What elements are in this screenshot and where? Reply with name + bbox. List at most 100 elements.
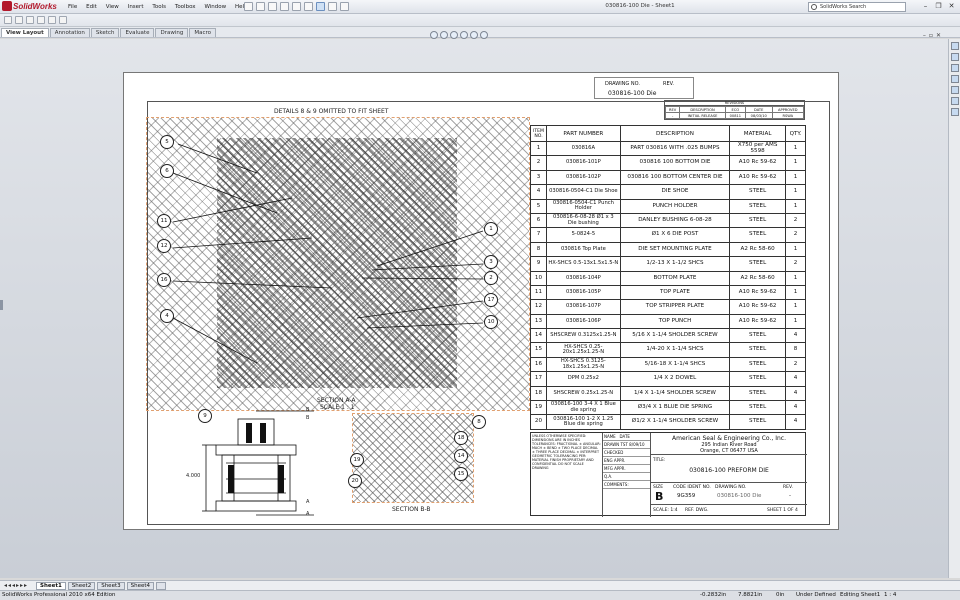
view-orientation-icon[interactable] [470, 31, 478, 39]
design-library-icon[interactable] [951, 53, 959, 61]
sheet-tab-2[interactable]: Sheet2 [67, 582, 96, 590]
balloon-callout[interactable]: 18 [454, 431, 468, 445]
feature-manager-grip[interactable] [0, 300, 3, 310]
menu-insert[interactable]: Insert [127, 4, 144, 10]
restore-icon[interactable]: ❐ [935, 2, 942, 10]
balloon-callout[interactable]: 17 [484, 293, 498, 307]
print-icon[interactable] [280, 2, 289, 11]
balloon-callout[interactable]: 9 [198, 409, 212, 423]
balloon-callout[interactable]: 1 [484, 222, 498, 236]
balloon-callout[interactable]: 8 [472, 415, 486, 429]
appearances-icon[interactable] [951, 97, 959, 105]
drawing-sheet[interactable]: DRAWING NO. REV. 030816-100 Die REVISION… [123, 72, 839, 530]
tab-macro[interactable]: Macro [189, 28, 216, 37]
previous-view-icon[interactable] [450, 31, 458, 39]
balloon-callout[interactable]: 10 [484, 315, 498, 329]
balloon-callout[interactable]: 12 [157, 239, 171, 253]
undo-icon[interactable] [292, 2, 301, 11]
tab-evaluate[interactable]: Evaluate [120, 28, 155, 37]
menu-view[interactable]: View [105, 4, 119, 10]
menu-help[interactable]: Help [235, 4, 248, 10]
balloon-callout[interactable]: 15 [454, 467, 468, 481]
sheet-tab-3[interactable]: Sheet3 [97, 582, 125, 590]
app-logo[interactable]: SolidWorks [2, 1, 57, 13]
balloon-callout[interactable]: 14 [454, 449, 468, 463]
bom-header: DESCRIPTION [619, 125, 731, 142]
balloon-callout[interactable]: 20 [348, 474, 362, 488]
search-results-icon[interactable] [951, 75, 959, 83]
section-a-view[interactable] [146, 117, 530, 411]
tab-drawing[interactable]: Drawing [155, 28, 189, 37]
zoom-fit-icon[interactable] [430, 31, 438, 39]
model-view-icon[interactable] [4, 16, 12, 24]
new-file-icon[interactable] [244, 2, 253, 11]
display-style-icon[interactable] [480, 31, 488, 39]
save-icon[interactable] [268, 2, 277, 11]
side-view[interactable]: 4.000 B B A A [186, 407, 316, 519]
options-icon[interactable] [340, 2, 349, 11]
tab-annotation[interactable]: Annotation [49, 28, 90, 37]
view-palette-icon[interactable] [951, 86, 959, 94]
file-explorer-icon[interactable] [951, 64, 959, 72]
section-view-icon[interactable] [26, 16, 34, 24]
balloon-callout[interactable]: 4 [160, 309, 174, 323]
menu-edit[interactable]: Edit [86, 4, 97, 10]
balloon-callout[interactable]: 2 [484, 271, 498, 285]
section-b-view[interactable] [352, 413, 474, 503]
pan-icon[interactable] [460, 31, 468, 39]
canvas-window-controls[interactable]: –▫✕ [922, 32, 944, 39]
projected-view-icon[interactable] [15, 16, 23, 24]
add-sheet-icon[interactable] [156, 582, 167, 590]
minimize-icon[interactable]: – [923, 2, 928, 10]
menu-file[interactable]: File [68, 4, 78, 10]
menu-toolbox[interactable]: Toolbox [174, 4, 196, 10]
rebuild-icon[interactable] [328, 2, 337, 11]
tab-sketch[interactable]: Sketch [90, 28, 120, 37]
balloon-callout[interactable]: 16 [157, 273, 171, 287]
balloon-callout[interactable]: 3 [484, 255, 498, 269]
sheet-tab-1[interactable]: Sheet1 [36, 582, 66, 590]
close-icon[interactable]: ✕ [948, 2, 955, 10]
open-file-icon[interactable] [256, 2, 265, 11]
broken-view-icon[interactable] [48, 16, 56, 24]
balloon-callout[interactable]: 6 [160, 164, 174, 178]
sheet-tab-4[interactable]: Sheet4 [126, 582, 155, 590]
balloon-callout[interactable]: 11 [157, 214, 171, 228]
solidworks-search-input[interactable]: SolidWorks Search [808, 2, 906, 12]
detail-view-icon[interactable] [37, 16, 45, 24]
menu-tools[interactable]: Tools [152, 4, 166, 10]
resources-icon[interactable] [951, 42, 959, 50]
redo-icon[interactable] [304, 2, 313, 11]
select-icon[interactable] [316, 2, 325, 11]
zoom-area-icon[interactable] [440, 31, 448, 39]
sheet-nav-arrows[interactable]: ◂◂◂▸▸▸ [4, 582, 29, 589]
custom-properties-icon[interactable] [951, 108, 959, 116]
tab-view-layout[interactable]: View Layout [1, 28, 49, 37]
balloon-callout[interactable]: 19 [350, 453, 364, 467]
bill-of-materials[interactable]: ITEM NO. PART NUMBER DESCRIPTION MATERIA… [530, 125, 806, 430]
status-scale[interactable]: 1 : 4 [884, 592, 897, 598]
menu-window[interactable]: Window [204, 4, 227, 10]
balloon-callout[interactable]: 5 [160, 135, 174, 149]
crop-view-icon[interactable] [59, 16, 67, 24]
